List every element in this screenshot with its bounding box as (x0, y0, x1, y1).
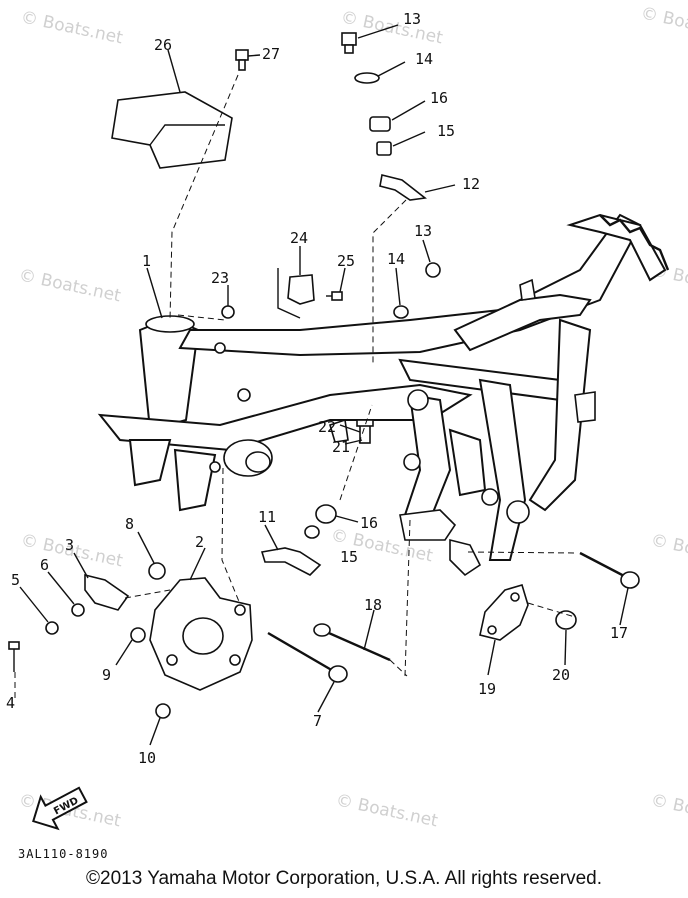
callout-3: 3 (65, 536, 74, 554)
watermark: © Boats.net (334, 790, 440, 831)
callout-15-top: 15 (437, 122, 455, 140)
frame-exploded-view: © Boats.net © Boats.net © Boats.net © Bo… (6, 3, 688, 861)
callout-17: 17 (610, 624, 628, 642)
callout-23: 23 (211, 269, 229, 287)
copyright-notice: ©2013 Yamaha Motor Corporation, U.S.A. A… (86, 868, 602, 889)
callout-6: 6 (40, 556, 49, 574)
callout-27: 27 (262, 45, 280, 63)
callout-10: 10 (138, 749, 156, 767)
nut-10 (155, 703, 171, 719)
callout-14-mid: 14 (387, 250, 405, 268)
callout-15-lower: 15 (340, 548, 358, 566)
callout-13-mid: 13 (414, 222, 432, 240)
damper-16 (369, 116, 391, 132)
callout-24: 24 (290, 229, 308, 247)
bolt-13-mid (425, 262, 441, 278)
callout-16-top: 16 (430, 89, 448, 107)
callout-18: 18 (364, 596, 382, 614)
washer-14 (354, 72, 380, 84)
rear-down-tube (528, 318, 592, 512)
callout-21: 21 (332, 438, 350, 456)
bolt-18 (313, 623, 391, 662)
side-cover-26 (111, 91, 233, 169)
bolt-7 (267, 631, 348, 683)
bolt-25 (326, 291, 343, 301)
callout-22: 22 (318, 418, 336, 436)
damper-16-lower (315, 504, 337, 524)
screw-4 (8, 641, 20, 672)
washer-5 (45, 621, 59, 635)
callout-5: 5 (11, 571, 20, 589)
front-engine-mount-right (173, 448, 217, 512)
bolt-23 (221, 305, 235, 319)
head-pipe-top (145, 315, 195, 333)
collar-15-lower (304, 525, 320, 539)
watermark: © Boats.net (19, 7, 125, 48)
watermark: © Boats.net (649, 790, 688, 831)
bracket-11 (260, 547, 322, 576)
collar-15 (376, 141, 392, 156)
front-engine-mount-left (128, 439, 172, 487)
callout-12: 12 (462, 175, 480, 193)
center-boss (407, 389, 429, 411)
nut-6 (71, 603, 85, 617)
callout-1: 1 (142, 252, 151, 270)
watermark: © Boats.net (639, 3, 688, 44)
bolt-22 (356, 419, 374, 444)
callout-2: 2 (195, 533, 204, 551)
bolt-17 (579, 551, 640, 589)
callout-19: 19 (478, 680, 496, 698)
callout-11: 11 (258, 508, 276, 526)
clamp-24 (287, 274, 315, 305)
callout-13-top: 13 (403, 10, 421, 28)
leader-lines (14, 24, 629, 746)
center-bracket (448, 428, 487, 497)
diagram-part-code: 3AL110-8190 (18, 847, 108, 861)
rear-rail-edge (599, 214, 670, 271)
washer-14-mid (393, 305, 409, 319)
callout-20: 20 (552, 666, 570, 684)
callout-4: 4 (6, 694, 15, 712)
callout-9: 9 (102, 666, 111, 684)
nut-9 (130, 627, 146, 643)
watermark: © Boats.net (649, 530, 688, 571)
callout-8: 8 (125, 515, 134, 533)
main-frame (97, 213, 670, 561)
callout-14-top: 14 (415, 50, 433, 68)
pivot-boss (506, 500, 530, 524)
callout-7: 7 (313, 712, 322, 730)
bracket-19 (479, 584, 529, 641)
callout-26: 26 (154, 36, 172, 54)
callout-labels: 1 2 3 4 5 6 7 8 9 10 11 12 13 13 14 14 1… (6, 10, 628, 767)
watermark: © Boats.net (17, 265, 123, 306)
bolt-13-top (341, 32, 357, 54)
callout-25: 25 (337, 252, 355, 270)
lower-cradle (97, 383, 473, 452)
bracket-12 (379, 174, 427, 201)
nut-20 (555, 610, 577, 630)
bracket-3 (84, 573, 130, 611)
callout-16-lower: 16 (360, 514, 378, 532)
nut-8 (148, 562, 166, 580)
rear-frame-plate (478, 378, 527, 561)
screw-27 (235, 49, 249, 71)
